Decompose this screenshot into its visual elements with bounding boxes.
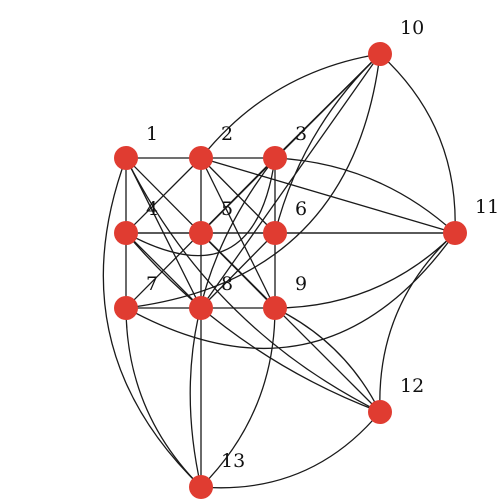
edge-3-11 bbox=[274, 157, 456, 234]
node-1 bbox=[114, 146, 138, 170]
graph-edges bbox=[102, 53, 456, 489]
node-label-6: 6 bbox=[295, 198, 307, 220]
node-label-13: 13 bbox=[221, 450, 245, 472]
node-11 bbox=[443, 221, 467, 245]
node-label-5: 5 bbox=[221, 198, 233, 220]
node-label-8: 8 bbox=[221, 273, 233, 295]
edge-9-13 bbox=[200, 307, 276, 488]
node-3 bbox=[263, 146, 287, 170]
edge-5-10 bbox=[200, 53, 381, 234]
edge-2-10 bbox=[200, 53, 381, 159]
node-label-2: 2 bbox=[221, 123, 233, 145]
edge-12-13 bbox=[200, 411, 381, 489]
node-7 bbox=[114, 296, 138, 320]
node-label-11: 11 bbox=[475, 196, 499, 218]
node-6 bbox=[263, 221, 287, 245]
node-label-12: 12 bbox=[400, 375, 424, 397]
node-label-9: 9 bbox=[295, 273, 307, 295]
node-4 bbox=[114, 221, 138, 245]
edge-10-11 bbox=[379, 53, 456, 234]
node-10 bbox=[368, 42, 392, 66]
node-2 bbox=[189, 146, 213, 170]
node-9 bbox=[263, 296, 287, 320]
edge-9-11 bbox=[274, 232, 456, 309]
edge-1-13 bbox=[102, 157, 202, 488]
node-12 bbox=[368, 400, 392, 424]
edge-4-12 bbox=[125, 232, 381, 413]
edge-11-12 bbox=[379, 232, 456, 413]
graph-nodes bbox=[114, 42, 467, 499]
node-5 bbox=[189, 221, 213, 245]
edge-8-10 bbox=[200, 53, 381, 309]
node-8 bbox=[189, 296, 213, 320]
edge-3-4 bbox=[125, 157, 276, 257]
edge-7-10 bbox=[125, 53, 381, 309]
edge-9-12 bbox=[274, 307, 381, 413]
edge-6-8 bbox=[200, 232, 276, 309]
node-label-7: 7 bbox=[146, 273, 158, 295]
node-13 bbox=[189, 475, 213, 499]
node-label-10: 10 bbox=[400, 17, 424, 39]
node-label-1: 1 bbox=[146, 123, 158, 145]
edge-2-4 bbox=[125, 157, 202, 234]
edge-2-11 bbox=[200, 157, 456, 234]
edge-1-12 bbox=[125, 157, 381, 413]
edge-7-11 bbox=[125, 232, 456, 350]
node-label-3: 3 bbox=[295, 123, 307, 145]
edge-7-13 bbox=[125, 307, 202, 488]
node-label-4: 4 bbox=[146, 198, 158, 220]
